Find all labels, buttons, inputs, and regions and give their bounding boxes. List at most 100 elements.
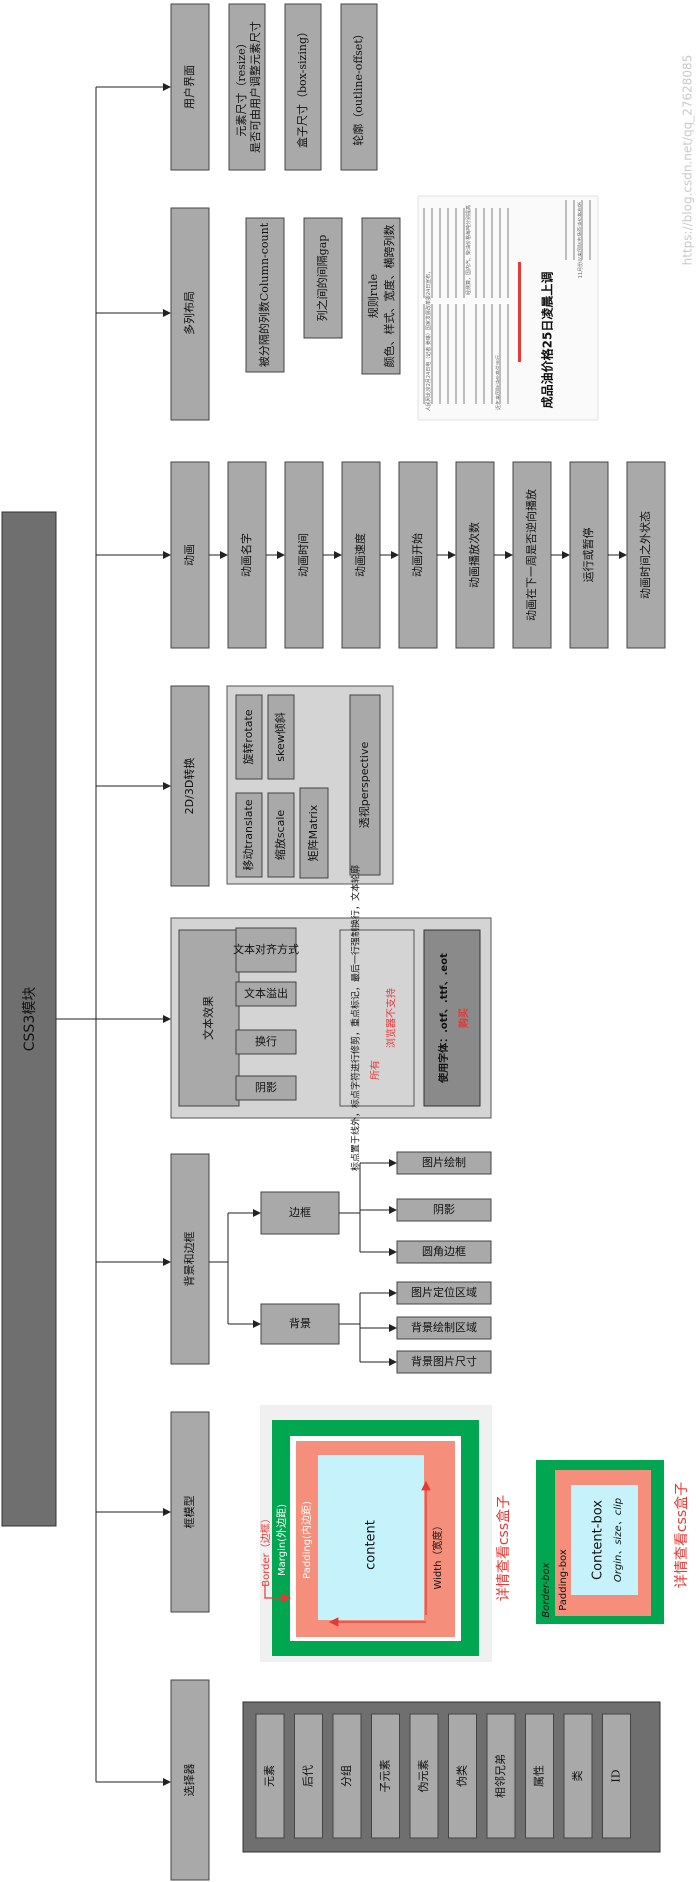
branch-multi-column: 多列布局 被分隔的列数Column-count 列之间的间隔gap 规则rule…: [170, 195, 599, 421]
svg-text:背景: 背景: [289, 1316, 311, 1330]
branch-animation: 动画 动画名字 动画时间 动画速度 动画开始 动画播放次数 动画在下一周是否逆向播放 运行或…: [170, 461, 666, 649]
selector-item-label: 相邻兄弟: [494, 1754, 507, 1798]
outline-offset-label: 轮廓（outline-offset）: [351, 28, 365, 146]
svg-text:使用字体：.otf、.ttf、.eot: 使用字体：.otf、.ttf、.eot: [437, 953, 450, 1084]
svg-text:skew倾斜: skew倾斜: [274, 712, 287, 761]
branch-box-model: 框模型 content Border（边框） Margin(外边距) Paddi…: [170, 1405, 690, 1662]
animation-step-5: 动画播放次数: [455, 461, 513, 649]
font-usage-note: 使用字体：.otf、.ttf、.eot 购买: [423, 929, 481, 1107]
transform-skew: skew倾斜: [267, 694, 295, 780]
root-node: CSS3模块: [1, 511, 57, 1527]
transform-rotate: 旋转rotate: [235, 694, 263, 780]
border-label: Border（边框）: [259, 1513, 272, 1587]
selector-item-label: 后代: [302, 1765, 315, 1787]
svg-text:购买: 购买: [457, 1008, 470, 1028]
branch-user-interface: 用户界面 元素尺寸（resize） 是否可由用户调整元素尺寸 盒子尺寸（box-…: [170, 3, 378, 171]
animation-step-label: 动画速度: [353, 533, 367, 577]
animation-step-label: 运行或暂停: [581, 528, 595, 583]
svg-text:旋转rotate: 旋转rotate: [241, 709, 255, 764]
branch-selectors: 选择器 元素 后代 分组 子元素 伪元素 伪类 相邻兄弟 属性 类 ID: [170, 1679, 661, 1881]
selector-item-8: 属性: [525, 1713, 554, 1839]
border-image: 图片绘制: [396, 1151, 492, 1175]
newspaper-sample-image: 成品油价格25日凌晨上调 人民网北京2月24日电（记者 姜琳）国家发展改革委24…: [417, 195, 599, 421]
border-box-label: Border-box: [541, 1562, 552, 1617]
user-interface-title: 用户界面: [182, 65, 196, 109]
border-shadow: 阴影: [396, 1198, 492, 1222]
selector-item-label: 子元素: [379, 1760, 392, 1793]
column-gap-label: 列之间的间隔gap: [315, 235, 329, 322]
text-effect-overflow: 文本溢出: [235, 981, 297, 1007]
animation-step-label: 动画时间: [297, 533, 310, 577]
branch-background-border: 背景和边框 边框 背景 图片绘制 阴影: [170, 1151, 492, 1374]
selector-item-9: 类: [563, 1713, 593, 1839]
text-effects-title: 文本效果: [201, 996, 215, 1040]
content-box-label: Content-box: [591, 1500, 606, 1580]
branch-text-effects: 文本效果 阴影 换行 文本溢出 文本对齐方式 标点置于线外，标点字符进行修剪，重…: [170, 865, 492, 1171]
animation-step-label: 动画播放次数: [467, 522, 481, 588]
content-box-sub-label: Orgin、size、clip: [613, 1498, 624, 1582]
column-rule-line2: 颜色、样式、宽度、横跨列数: [382, 225, 396, 368]
newspaper-headline: 成品油价格25日凌晨上调: [540, 272, 555, 409]
animation-step-label: 动画开始: [410, 533, 424, 577]
column-count-label: 被分隔的列数Column-count: [257, 222, 271, 367]
width-label: Width（宽度）: [431, 1520, 444, 1589]
multi-column-title: 多列布局: [182, 291, 196, 335]
transform-perspective: 透视perspective: [349, 694, 381, 876]
svg-text:图片定位区域: 图片定位区域: [411, 1285, 477, 1299]
animation-step-1: 动画名字: [227, 461, 285, 649]
box-model-title: 框模型: [182, 1496, 196, 1529]
selector-item-label: 伪元素: [417, 1760, 430, 1793]
selector-item-4: 子元素: [371, 1713, 400, 1839]
selector-item-1: 元素: [255, 1713, 285, 1839]
animation-title: 动画: [183, 544, 196, 566]
selector-item-label: 元素: [263, 1765, 276, 1787]
svg-text:文本溢出: 文本溢出: [244, 986, 288, 1000]
root-connectors: [56, 83, 171, 1786]
padding-label: Padding(内边距): [300, 1501, 313, 1579]
resize-line1: 元素尺寸（resize）: [234, 37, 248, 136]
newspaper-text-2: 11月份以来国际市场原油价格有所: [577, 202, 584, 278]
animation-step-3: 动画速度: [341, 461, 399, 649]
svg-text:标点置于线外，标点字符进行修剪，重点标记，最后一行强制换行，: 标点置于线外，标点字符进行修剪，重点标记，最后一行强制换行，文本轮廓: [350, 865, 362, 1171]
box-model-link-2[interactable]: 详情查看css盒子: [673, 1482, 690, 1588]
selector-item-label: ID: [610, 1769, 623, 1782]
column-rule-line1: 规则rule: [366, 274, 380, 318]
border-node: 边框: [260, 1191, 340, 1235]
selector-item-6: 伪类: [448, 1713, 477, 1839]
svg-text:阴影: 阴影: [255, 1081, 277, 1094]
watermark: https://blog.csdn.net/qq_27628085: [681, 55, 695, 266]
animation-step-8: 动画时间之外状态: [626, 461, 666, 649]
background-clip: 背景绘制区域: [396, 1316, 492, 1340]
svg-text:背景绘制区域: 背景绘制区域: [411, 1320, 477, 1334]
animation-step-label: 动画时间之外状态: [638, 511, 652, 599]
animation-step-4: 动画开始: [398, 461, 456, 649]
selector-item-label: 伪类: [455, 1765, 469, 1787]
selectors-title: 选择器: [182, 1764, 196, 1797]
margin-label: Margin(外边距): [276, 1504, 288, 1576]
animation-step-7: 运行或暂停: [569, 461, 627, 649]
selector-item-label: 分组: [339, 1765, 353, 1787]
unsupported-features-note: 标点置于线外，标点字符进行修剪，重点标记，最后一行强制换行，文本轮廓 所有 浏览…: [339, 865, 415, 1171]
background-origin: 图片定位区域: [396, 1281, 492, 1305]
svg-text:所有: 所有: [369, 1060, 382, 1080]
animation-step-6: 动画在下一周是否逆向播放: [512, 461, 570, 649]
svg-text:背景图片尺寸: 背景图片尺寸: [411, 1354, 477, 1368]
text-effect-align: 文本对齐方式: [233, 927, 299, 973]
svg-text:透视perspective: 透视perspective: [357, 742, 371, 829]
newspaper-text-4: 近年来国际油价高位运行，: [495, 350, 502, 410]
svg-text:浏览器不支持: 浏览器不支持: [385, 988, 398, 1048]
animation-step-label: 动画名字: [239, 533, 253, 577]
text-effect-wrap: 换行: [235, 1029, 297, 1055]
svg-text:矩阵Matrix: 矩阵Matrix: [306, 804, 320, 861]
selector-item-10: ID: [602, 1713, 631, 1839]
svg-text:缩放scale: 缩放scale: [273, 810, 287, 861]
animation-step-label: 动画在下一周是否逆向播放: [524, 489, 538, 621]
transform-matrix: 矩阵Matrix: [299, 787, 329, 879]
box-model-diagram: content Border（边框） Margin(外边距) Padding(内…: [259, 1405, 492, 1662]
box-model-link-1[interactable]: 详情查看css盒子: [495, 1495, 512, 1601]
animation-step-2: 动画时间: [284, 461, 342, 649]
text-effect-shadow: 阴影: [235, 1075, 297, 1101]
content-label: content: [364, 1520, 379, 1570]
selector-item-label: 类: [570, 1771, 584, 1782]
